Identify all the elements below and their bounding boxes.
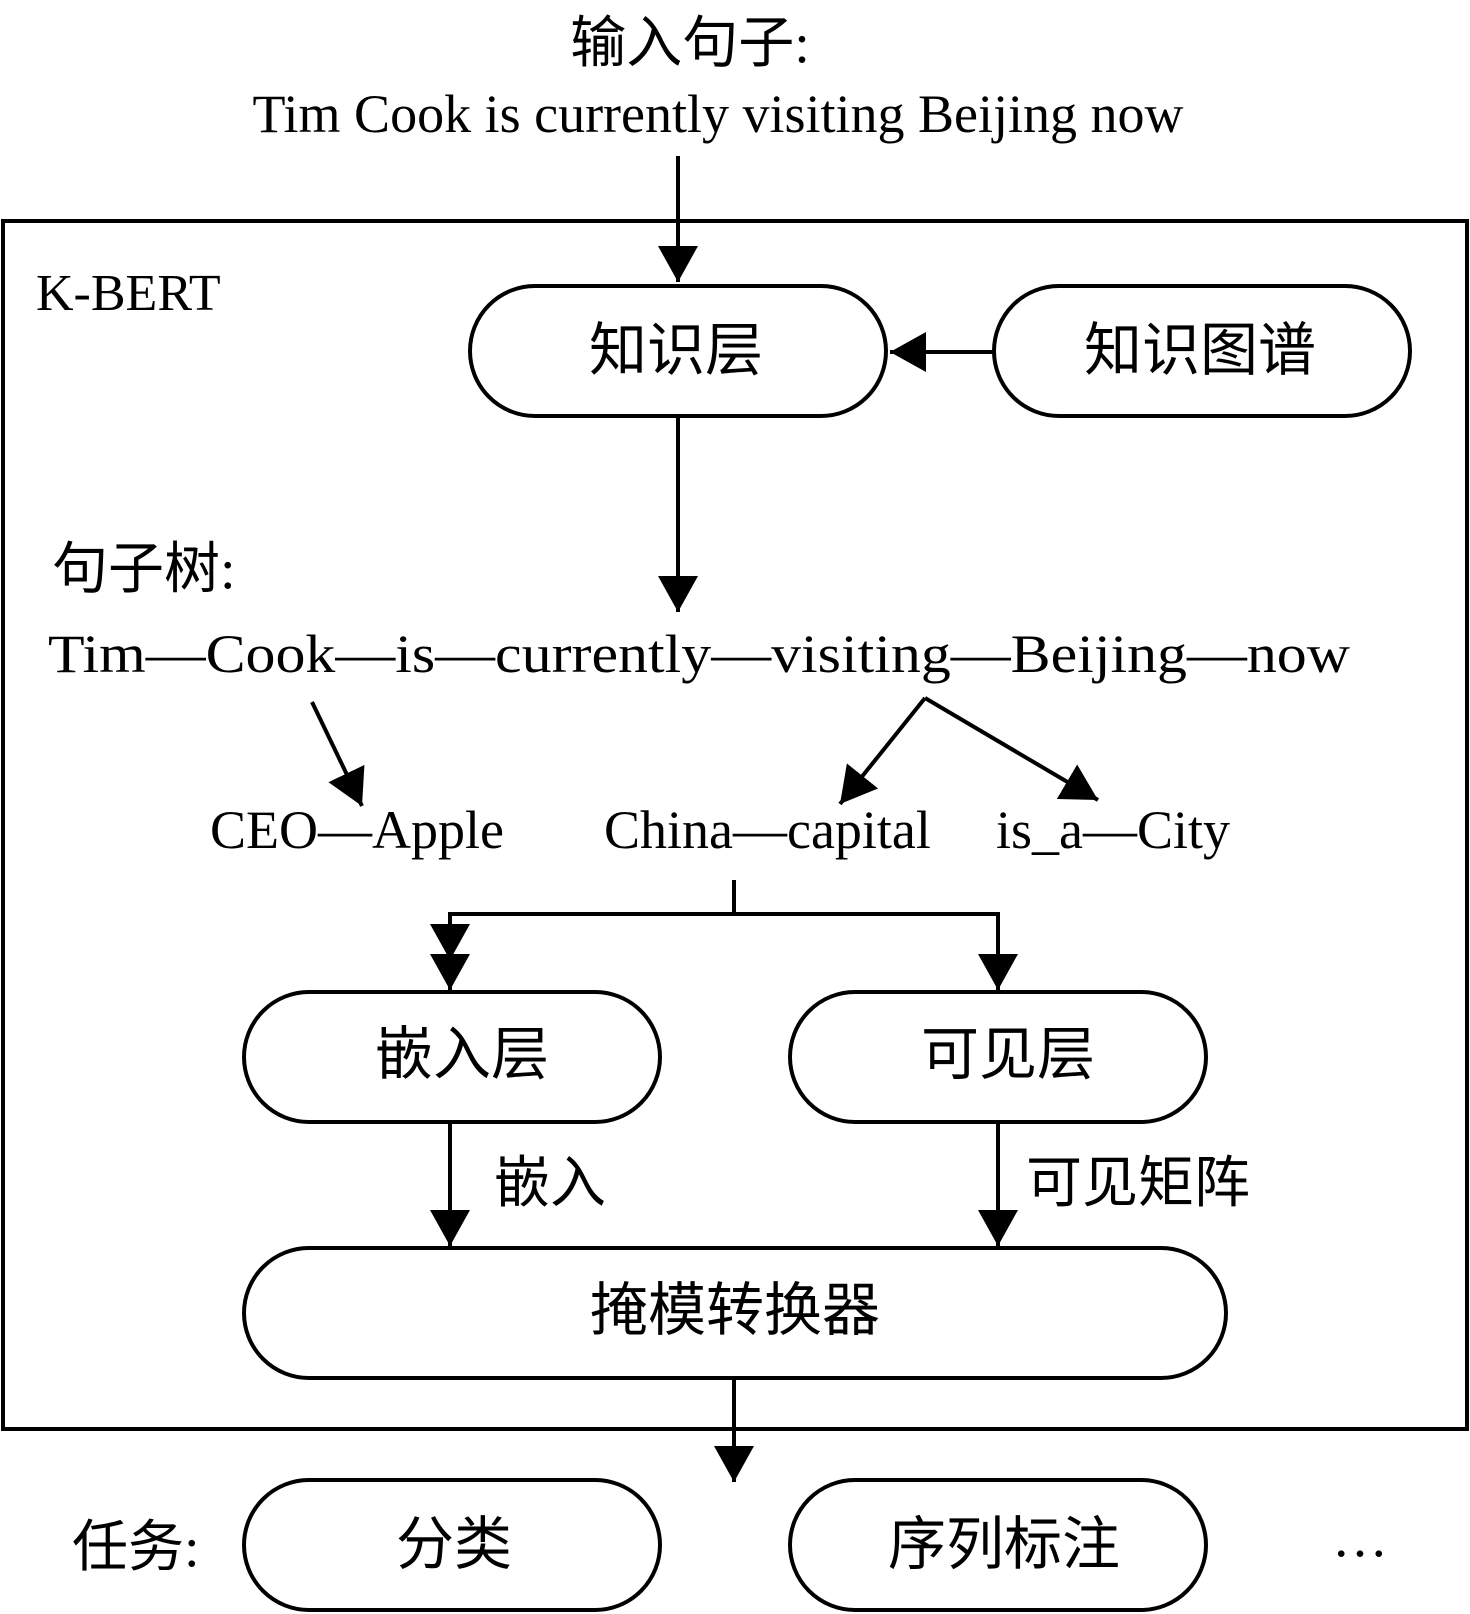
branch-china-capital: China—capital	[604, 800, 931, 860]
classification-label: 分类	[396, 1512, 512, 1577]
embedding-layer-label: 嵌入层	[375, 1022, 549, 1087]
input-label: 输入句子:	[570, 13, 810, 75]
branch-is-a-city: is_a—City	[996, 800, 1230, 860]
sequence-labeling-node	[788, 1478, 1208, 1612]
k-bert-title: K-BERT	[36, 265, 221, 322]
classification-node	[242, 1478, 662, 1612]
sequence-labeling-label: 序列标注	[888, 1512, 1120, 1577]
tree-split-connector-right	[734, 912, 1000, 960]
knowledge-layer-label: 知识层	[589, 318, 763, 383]
branch-ceo-apple: CEO—Apple	[210, 800, 504, 860]
sentence-tree-trunk: Tim—Cook—is—currently—visiting—Beijing—n…	[48, 624, 1350, 684]
masked-transformer-node	[242, 1246, 1228, 1380]
visible-layer-label: 可见层	[921, 1022, 1095, 1087]
masked-transformer-label: 掩模转换器	[590, 1278, 880, 1343]
knowledge-graph-label: 知识图谱	[1084, 318, 1316, 383]
sentence-tree-label: 句子树:	[52, 539, 236, 601]
visible-matrix-edge-label: 可见矩阵	[1026, 1153, 1250, 1215]
cook-branch-arrow	[310, 701, 365, 807]
beijing-branch-arrow-left	[838, 696, 927, 806]
embedding-edge-label: 嵌入	[494, 1153, 606, 1215]
tasks-label: 任务:	[72, 1517, 200, 1579]
input-sentence: Tim Cook is currently visiting Beijing n…	[252, 84, 1183, 144]
knowledge-layer-node	[468, 284, 888, 418]
beijing-branch-arrow-right	[923, 696, 1100, 802]
tree-split-connector	[430, 880, 736, 960]
more-tasks-ellipsis: …	[1332, 1507, 1388, 1569]
